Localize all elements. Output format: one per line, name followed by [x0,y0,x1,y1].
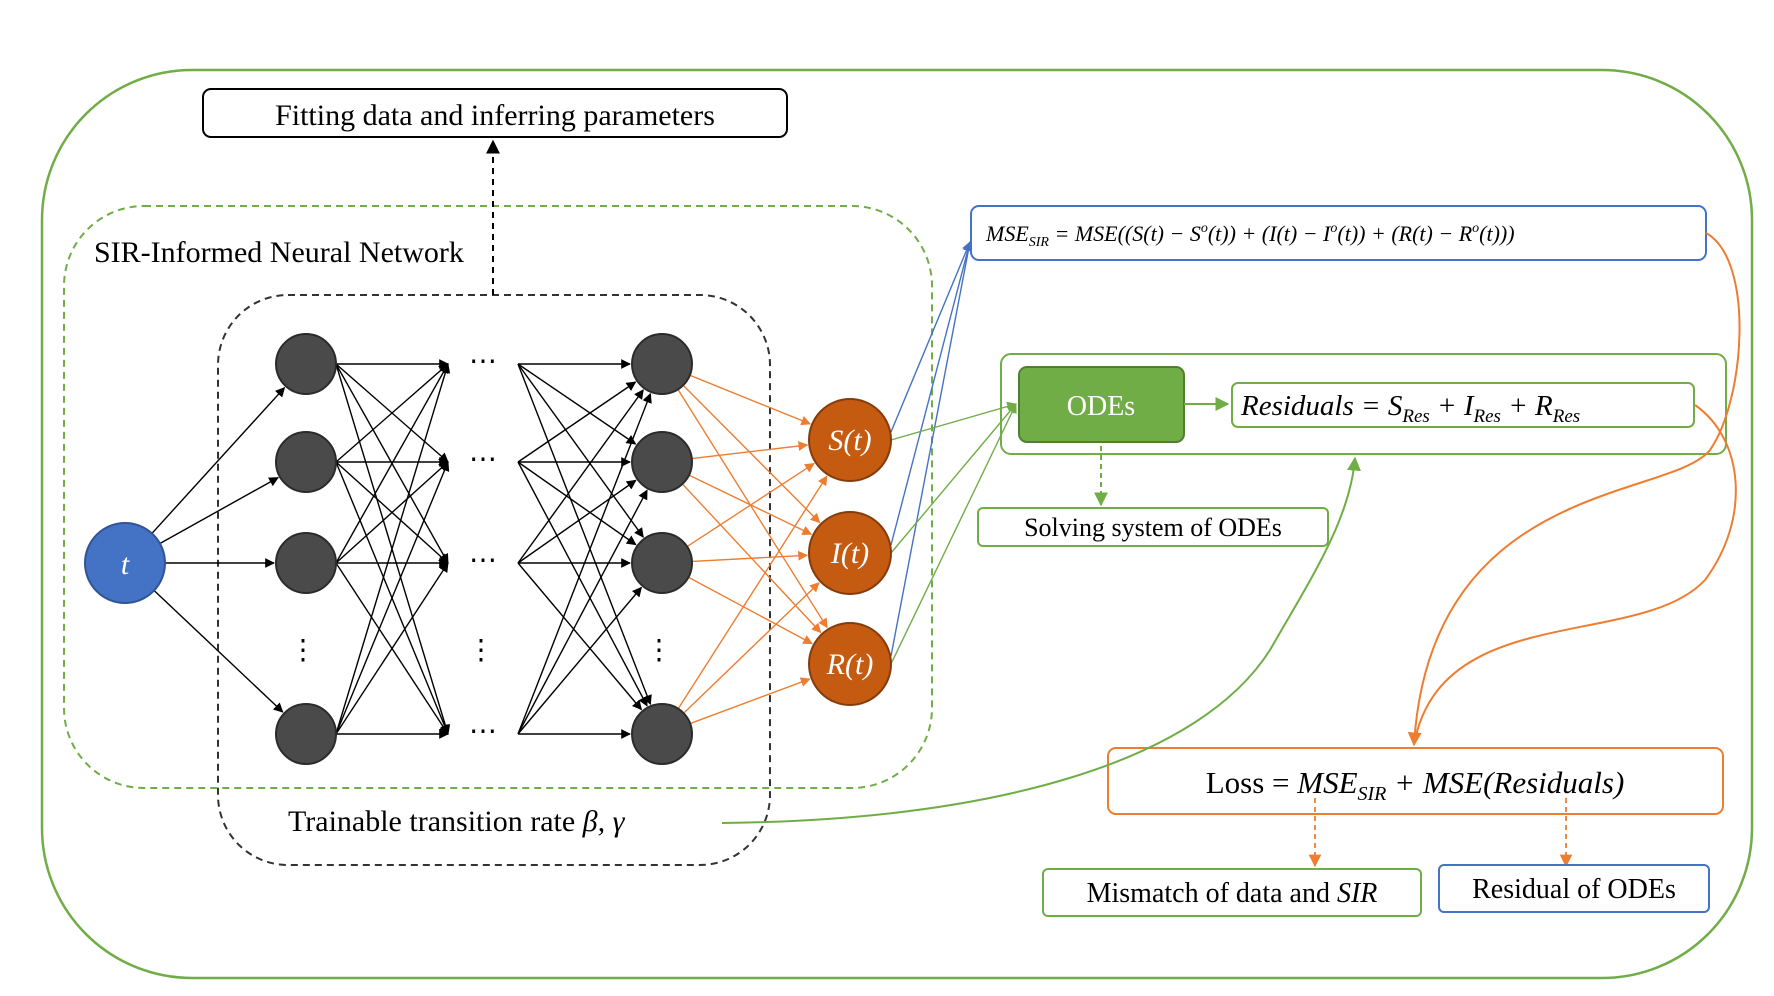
network-edges [151,241,1017,739]
top-box-label: Fitting data and inferring parameters [275,99,715,132]
edge-hidden-output [677,389,828,629]
hidden-node [631,532,693,594]
edge-output-mse [890,241,973,546]
sir-network-title: SIR-Informed Neural Network [94,236,464,269]
edge-hidden-hidden [517,363,652,706]
residuals-to-loss-curve [1413,404,1737,746]
edge-output-ode [890,403,1017,554]
trainable-rate-label: Trainable transition rate β, γ [288,805,626,838]
edge-hidden-hidden [517,381,637,463]
edge-hidden-output [691,550,809,563]
edge-hidden-output [677,475,828,710]
edge-hidden-hidden [517,461,637,546]
residual-odes-label: Residual of ODEs [1472,874,1676,905]
hidden-node [275,333,337,395]
edge-hidden-hidden [335,562,449,735]
edge-hidden-output [689,374,812,426]
hidden-node [275,431,337,493]
edge-output-mse [890,241,972,433]
edge-hidden-hidden [335,461,450,735]
odes-label: ODEs [1067,391,1135,422]
solving-box: Solving system of ODEs [977,507,1329,547]
output-node-i [808,511,892,595]
edge-hidden-hidden [335,461,449,564]
edge-hidden-output [691,441,809,460]
mse-to-loss-curve [1407,232,1741,747]
edge-hidden-output [682,384,821,524]
vdots: ⋮ [467,635,495,666]
input-node-label: t [121,548,130,581]
edge-hidden-hidden [517,479,637,564]
output-node-r [808,622,892,706]
mismatch-label: Mismatch of data and SIR [1087,878,1378,909]
outer-container [40,68,1754,980]
hdots: ⋯ [469,716,497,747]
edge-hidden-output [683,582,820,714]
top-box: Fitting data and inferring parameters [202,88,788,138]
mse-sir-formula: MSESIR = MSE((S(t) − So(t)) + (I(t) − Io… [985,221,1515,250]
output-node-r-label: R(t) [826,648,874,681]
edge-output-ode [890,401,1017,441]
mse-sir-box: MSESIR = MSE((S(t) − So(t)) + (I(t) − Io… [970,205,1707,261]
edge-hidden-output [689,677,811,725]
edge-hidden-hidden [335,363,451,735]
ode-outer-box [1000,353,1727,455]
residual-odes-box: Residual of ODEs [1438,864,1710,913]
edge-hidden-hidden [517,562,643,711]
hidden-node [631,431,693,493]
edge-hidden-hidden [517,461,648,707]
edge-hidden-hidden [335,363,449,463]
vdots: ⋮ [289,635,317,666]
solving-label: Solving system of ODEs [1024,513,1282,542]
hdots: ⋯ [469,444,497,475]
edge-hidden-output [688,576,813,645]
odes-box: ODEs [1018,366,1185,443]
edge-hidden-hidden [517,389,644,564]
edge-hidden-hidden [517,363,644,538]
edge-hidden-hidden [517,363,637,445]
edge-hidden-hidden [517,586,643,735]
hidden-node [275,703,337,765]
input-node-t [84,522,166,604]
edge-hidden-hidden [517,392,652,735]
trainable-to-ode-curve [721,456,1361,824]
edge-hidden-output [686,462,815,548]
edge-output-ode [890,403,1017,665]
hdots: ⋯ [469,346,497,377]
edge-hidden-hidden [335,363,449,564]
edge-input-hidden [151,386,286,534]
loss-formula: Loss = MSESIR + MSE(Residuals) [1206,765,1625,805]
edge-hidden-hidden [517,489,648,735]
edge-input-hidden [159,476,279,545]
hidden-node [631,703,693,765]
mismatch-box: Mismatch of data and SIR [1042,868,1422,917]
loss-box: Loss = MSESIR + MSE(Residuals) [1107,747,1724,815]
hidden-node [631,333,693,395]
vdots: ⋮ [645,635,673,666]
hidden-node [275,532,337,594]
hdots: ⋯ [469,545,497,576]
residuals-formula: Residuals = SRes + IRes + RRes [1240,390,1580,427]
network-nodes: t S(t) I(t) R(t) [84,333,892,765]
sir-network-container [63,205,933,789]
output-node-s-label: S(t) [828,424,871,457]
output-node-s [808,398,892,482]
residuals-box: Residuals = SRes + IRes + RRes [1231,382,1695,428]
edge-output-mse [890,241,974,657]
output-node-i-label: I(t) [830,537,869,570]
edge-input-hidden [153,589,284,713]
